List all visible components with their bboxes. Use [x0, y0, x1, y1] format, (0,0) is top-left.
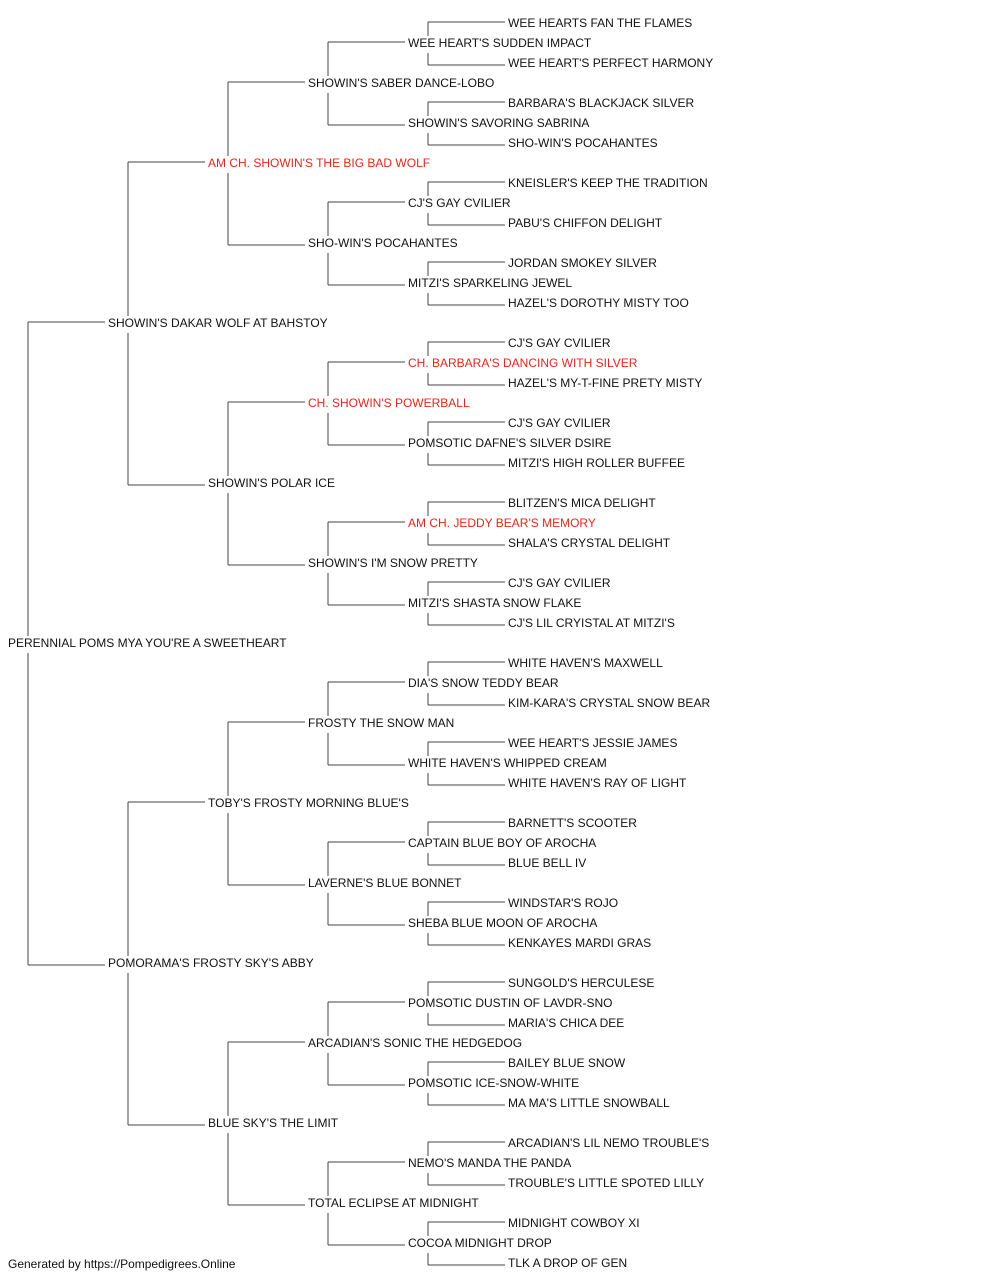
dog-gen4-white-haven-s-whipped-cream[interactable]: WHITE HAVEN'S WHIPPED CREAM	[408, 756, 607, 770]
dog-gen5-white-haven-s-maxwell[interactable]: WHITE HAVEN'S MAXWELL	[508, 656, 663, 670]
dog-gen3-showin-s-saber-dance-lobo[interactable]: SHOWIN'S SABER DANCE-LOBO	[308, 76, 495, 90]
dog-gen3-ch-showin-s-powerball[interactable]: CH. SHOWIN'S POWERBALL	[308, 396, 470, 410]
dog-gen5-ma-ma-s-little-snowball[interactable]: MA MA'S LITTLE SNOWBALL	[508, 1096, 670, 1110]
dog-gen5-wee-heart-s-jessie-james[interactable]: WEE HEART'S JESSIE JAMES	[508, 736, 678, 750]
dog-gen4-cj-s-gay-cvilier[interactable]: CJ'S GAY CVILIER	[408, 196, 511, 210]
dog-gen4-dia-s-snow-teddy-bear[interactable]: DIA'S SNOW TEDDY BEAR	[408, 676, 559, 690]
dog-gen3-sho-win-s-pocahantes[interactable]: SHO-WIN'S POCAHANTES	[308, 236, 458, 250]
dog-gen5-kenkayes-mardi-gras[interactable]: KENKAYES MARDI GRAS	[508, 936, 652, 950]
dog-gen5-pabu-s-chiffon-delight[interactable]: PABU'S CHIFFON DELIGHT	[508, 216, 663, 230]
dog-gen5-bailey-blue-snow[interactable]: BAILEY BLUE SNOW	[508, 1056, 626, 1070]
dog-gen4-wee-heart-s-sudden-impact[interactable]: WEE HEART'S SUDDEN IMPACT	[408, 36, 592, 50]
dog-gen5-maria-s-chica-dee[interactable]: MARIA'S CHICA DEE	[508, 1016, 625, 1030]
dog-gen5-barbara-s-blackjack-silver[interactable]: BARBARA'S BLACKJACK SILVER	[508, 96, 695, 110]
dog-gen4-nemo-s-manda-the-panda[interactable]: NEMO'S MANDA THE PANDA	[408, 1156, 572, 1170]
dog-gen1-showin-s-dakar-wolf-at-bahstoy[interactable]: SHOWIN'S DAKAR WOLF AT BAHSTOY	[108, 316, 328, 330]
dog-gen3-laverne-s-blue-bonnet[interactable]: LAVERNE'S BLUE BONNET	[308, 876, 462, 890]
dog-gen5-trouble-s-little-spoted-lilly[interactable]: TROUBLE'S LITTLE SPOTED LILLY	[508, 1176, 705, 1190]
dog-gen2-toby-s-frosty-morning-blue-s[interactable]: TOBY'S FROSTY MORNING BLUE'S	[208, 796, 409, 810]
dog-gen5-blue-bell-iv[interactable]: BLUE BELL IV	[508, 856, 587, 870]
dog-gen2-showin-s-polar-ice[interactable]: SHOWIN'S POLAR ICE	[208, 476, 335, 490]
dog-gen4-cocoa-midnight-drop[interactable]: COCOA MIDNIGHT DROP	[408, 1236, 552, 1250]
dog-gen0-perennial-poms-mya-you-re-a-sweetheart[interactable]: PERENNIAL POMS MYA YOU'RE A SWEETHEART	[8, 636, 287, 650]
dog-gen4-showin-s-savoring-sabrina[interactable]: SHOWIN'S SAVORING SABRINA	[408, 116, 590, 130]
dog-gen4-captain-blue-boy-of-arocha[interactable]: CAPTAIN BLUE BOY OF AROCHA	[408, 836, 597, 850]
dog-gen5-shala-s-crystal-delight[interactable]: SHALA'S CRYSTAL DELIGHT	[508, 536, 671, 550]
dog-gen5-hazel-s-dorothy-misty-too[interactable]: HAZEL'S DOROTHY MISTY TOO	[508, 296, 689, 310]
dog-gen4-ch-barbara-s-dancing-with-silver[interactable]: CH. BARBARA'S DANCING WITH SILVER	[408, 356, 638, 370]
dog-gen5-cj-s-gay-cvilier[interactable]: CJ'S GAY CVILIER	[508, 336, 611, 350]
dog-gen5-cj-s-lil-cryistal-at-mitzi-s[interactable]: CJ'S LIL CRYISTAL AT MITZI'S	[508, 616, 675, 630]
dog-gen4-sheba-blue-moon-of-arocha[interactable]: SHEBA BLUE MOON OF AROCHA	[408, 916, 598, 930]
dog-gen3-arcadian-s-sonic-the-hedgedog[interactable]: ARCADIAN'S SONIC THE HEDGEDOG	[308, 1036, 523, 1050]
dog-gen5-barnett-s-scooter[interactable]: BARNETT'S SCOOTER	[508, 816, 637, 830]
dog-gen4-mitzi-s-sparkeling-jewel[interactable]: MITZI'S SPARKELING JEWEL	[408, 276, 573, 290]
dog-gen5-sungold-s-herculese[interactable]: SUNGOLD'S HERCULESE	[508, 976, 655, 990]
dog-gen5-cj-s-gay-cvilier[interactable]: CJ'S GAY CVILIER	[508, 416, 611, 430]
dog-gen5-sho-win-s-pocahantes[interactable]: SHO-WIN'S POCAHANTES	[508, 136, 658, 150]
dog-gen5-jordan-smokey-silver[interactable]: JORDAN SMOKEY SILVER	[508, 256, 657, 270]
dog-gen5-wee-hearts-fan-the-flames[interactable]: WEE HEARTS FAN THE FLAMES	[508, 16, 693, 30]
dog-gen5-white-haven-s-ray-of-light[interactable]: WHITE HAVEN'S RAY OF LIGHT	[508, 776, 687, 790]
dog-gen5-tlk-a-drop-of-gen[interactable]: TLK A DROP OF GEN	[508, 1256, 628, 1270]
dog-gen5-cj-s-gay-cvilier[interactable]: CJ'S GAY CVILIER	[508, 576, 611, 590]
dog-gen4-mitzi-s-shasta-snow-flake[interactable]: MITZI'S SHASTA SNOW FLAKE	[408, 596, 582, 610]
dog-gen5-arcadian-s-lil-nemo-trouble-s[interactable]: ARCADIAN'S LIL NEMO TROUBLE'S	[508, 1136, 710, 1150]
dog-gen3-showin-s-i-m-snow-pretty[interactable]: SHOWIN'S I'M SNOW PRETTY	[308, 556, 478, 570]
dog-gen4-pomsotic-dustin-of-lavdr-sno[interactable]: POMSOTIC DUSTIN OF LAVDR-SNO	[408, 996, 613, 1010]
dog-gen5-midnight-cowboy-xi[interactable]: MIDNIGHT COWBOY XI	[508, 1216, 640, 1230]
dog-gen1-pomorama-s-frosty-sky-s-abby[interactable]: POMORAMA'S FROSTY SKY'S ABBY	[108, 956, 314, 970]
dog-gen3-frosty-the-snow-man[interactable]: FROSTY THE SNOW MAN	[308, 716, 455, 730]
dog-gen5-kim-kara-s-crystal-snow-bear[interactable]: KIM-KARA'S CRYSTAL SNOW BEAR	[508, 696, 711, 710]
dog-gen4-pomsotic-dafne-s-silver-dsire[interactable]: POMSOTIC DAFNE'S SILVER DSIRE	[408, 436, 612, 450]
dog-gen5-mitzi-s-high-roller-buffee[interactable]: MITZI'S HIGH ROLLER BUFFEE	[508, 456, 685, 470]
dog-gen5-wee-heart-s-perfect-harmony[interactable]: WEE HEART'S PERFECT HARMONY	[508, 56, 714, 70]
generated-by-footer: Generated by https://Pompedigrees.Online	[8, 1257, 236, 1271]
dog-gen2-blue-sky-s-the-limit[interactable]: BLUE SKY'S THE LIMIT	[208, 1116, 339, 1130]
dog-gen4-am-ch-jeddy-bear-s-memory[interactable]: AM CH. JEDDY BEAR'S MEMORY	[408, 516, 596, 530]
dog-gen5-windstar-s-rojo[interactable]: WINDSTAR'S ROJO	[508, 896, 619, 910]
dog-gen4-pomsotic-ice-snow-white[interactable]: POMSOTIC ICE-SNOW-WHITE	[408, 1076, 580, 1090]
dog-gen5-blitzen-s-mica-delight[interactable]: BLITZEN'S MICA DELIGHT	[508, 496, 656, 510]
dog-gen5-kneisler-s-keep-the-tradition[interactable]: KNEISLER'S KEEP THE TRADITION	[508, 176, 708, 190]
dog-gen5-hazel-s-my-t-fine-prety-misty[interactable]: HAZEL'S MY-T-FINE PRETY MISTY	[508, 376, 703, 390]
dog-gen3-total-eclipse-at-midnight[interactable]: TOTAL ECLIPSE AT MIDNIGHT	[308, 1196, 479, 1210]
dog-gen2-am-ch-showin-s-the-big-bad-wolf[interactable]: AM CH. SHOWIN'S THE BIG BAD WOLF	[208, 156, 431, 170]
